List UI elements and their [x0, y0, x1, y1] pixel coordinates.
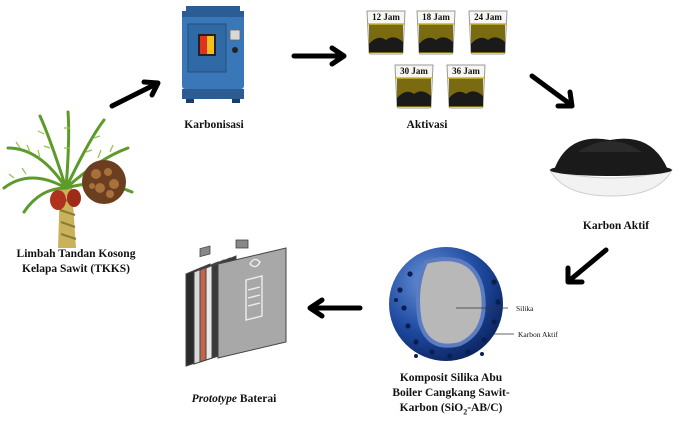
aktivasi-label: Aktivasi: [406, 119, 448, 131]
beaker-glass-icon: [416, 10, 456, 55]
arrow-to-karbon-aktif: [529, 73, 575, 109]
battery-prototype-image: [185, 239, 287, 367]
komposit-label-line3: Karbon (SiO2-AB/C): [376, 401, 526, 419]
komposit-line3-sub: 2: [463, 407, 468, 417]
beaker-2: 18 Jam: [414, 8, 458, 56]
beaker-1: 12 Jam: [364, 8, 408, 56]
beaker-label: 36 Jam: [452, 66, 480, 76]
beaker-glass-icon: [366, 10, 406, 55]
arrow-to-aktivasi: [291, 45, 347, 67]
beaker-glass-icon: [446, 64, 486, 109]
tkks-label-line2: Kelapa Sawit (TKKS): [22, 263, 130, 275]
palm-tree-image: [2, 110, 134, 248]
komposit-label-line2: Boiler Cangkang Sawit-: [392, 387, 510, 399]
komposit-line3-pre: Karbon (SiO: [399, 402, 464, 414]
tkks-label: Limbah Tandan Kosong Kelapa Sawit (TKKS): [6, 247, 146, 277]
beaker-5: 36 Jam: [444, 62, 488, 110]
arrow-to-komposit: [565, 247, 609, 285]
arrow-to-prototype: [307, 297, 363, 319]
beaker-label: 12 Jam: [372, 12, 400, 22]
komposit-label-line1: Komposit Silika Abu: [399, 372, 503, 384]
karbon-aktif-label: Karbon Aktif: [582, 220, 650, 232]
beaker-4: 30 Jam: [392, 62, 436, 110]
beaker-label: 24 Jam: [474, 12, 502, 22]
prototype-label-rest: Baterai: [237, 393, 277, 405]
beaker-label: 18 Jam: [422, 12, 450, 22]
karbon-aktif-small-label: Karbon Aktif: [518, 330, 558, 339]
beaker-glass-icon: [468, 10, 508, 55]
beaker-glass-icon: [394, 64, 434, 109]
komposit-line3-post: -AB/C): [467, 402, 503, 414]
furnace-image: [182, 6, 244, 103]
komposit-label: Komposit Silika Abu Boiler Cangkang Sawi…: [376, 371, 526, 419]
arrow-to-karbonisasi: [109, 79, 161, 109]
beaker-label: 30 Jam: [400, 66, 428, 76]
beaker-3: 24 Jam: [466, 8, 510, 56]
silika-label: Silika: [516, 304, 534, 313]
composite-sphere-image: [389, 247, 514, 361]
carbon-bowl-image: [549, 138, 673, 197]
prototype-label-italic: Prototype: [191, 393, 238, 405]
karbonisasi-label: Karbonisasi: [184, 119, 244, 131]
prototype-label: Prototype Baterai: [180, 392, 288, 407]
tkks-label-line1: Limbah Tandan Kosong: [16, 248, 136, 260]
